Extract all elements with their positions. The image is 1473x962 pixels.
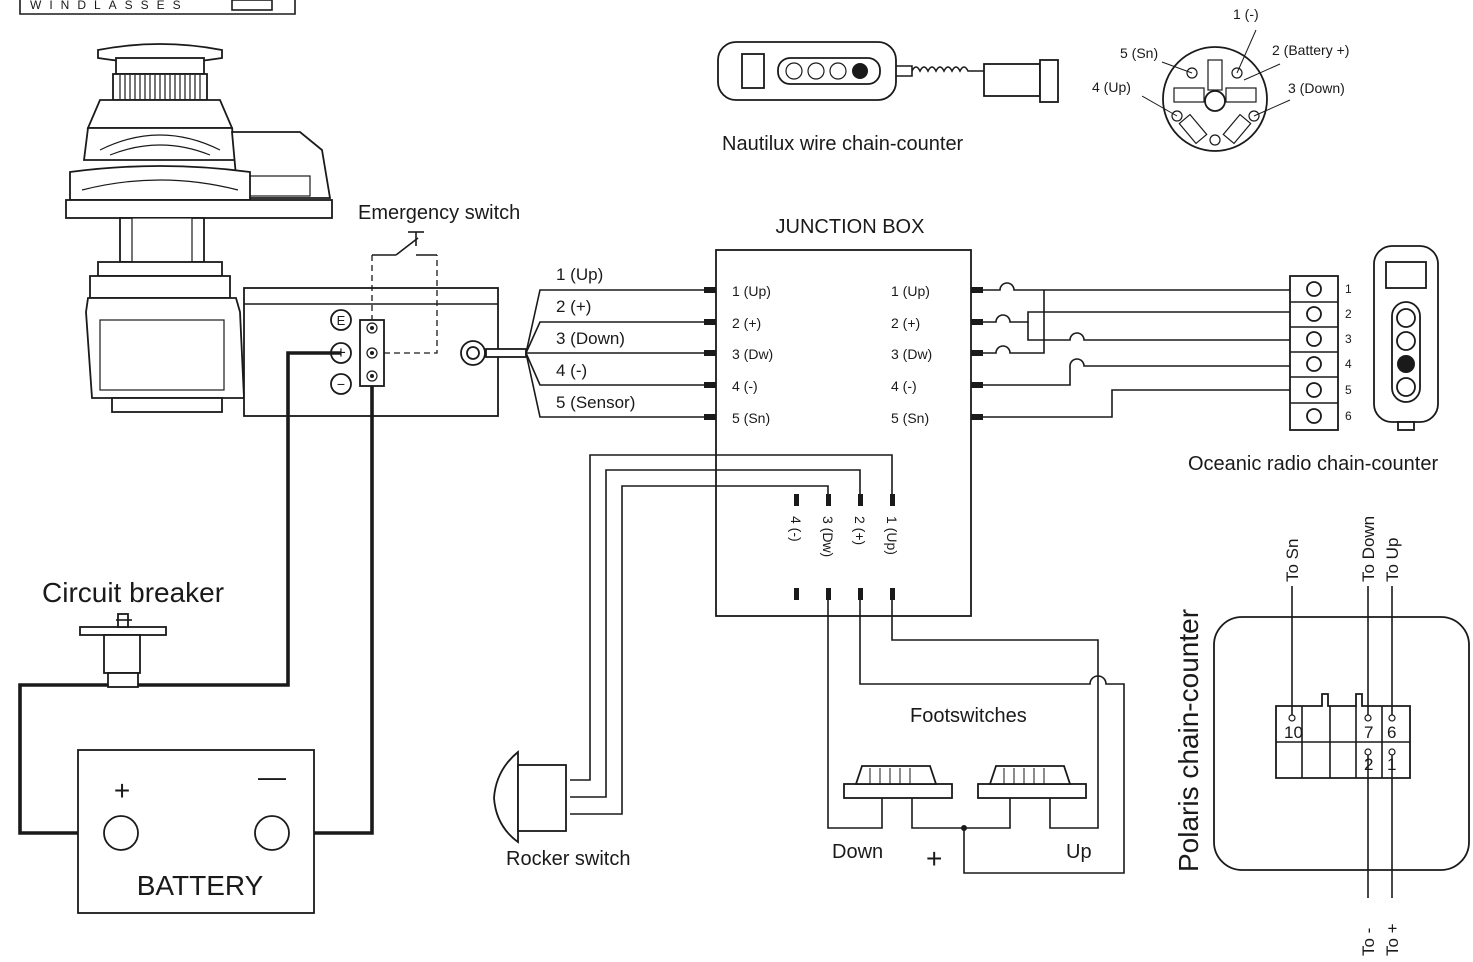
jb-left-1: 1 (Up) — [732, 283, 771, 299]
jb-left-4: 4 (-) — [732, 378, 758, 394]
circuit-breaker-label: Circuit breaker — [42, 577, 224, 608]
jb-right-2: 2 (+) — [891, 315, 920, 331]
nautilux-label: Nautilux wire chain-counter — [722, 133, 964, 155]
oceanic-terminal-5: 5 — [1345, 383, 1352, 397]
pin-4-label: 4 (Up) — [1092, 79, 1131, 95]
polaris-to-up: To Up — [1383, 538, 1402, 582]
jb-right-4: 4 (-) — [891, 378, 917, 394]
cable-wire-3: 3 (Down) — [556, 329, 625, 348]
emergency-switch: Emergency switch — [358, 202, 520, 354]
rocker-switch-label: Rocker switch — [506, 848, 630, 870]
pin-5-label: 5 (Sn) — [1120, 45, 1158, 61]
rocker-switch: Rocker switch — [493, 454, 893, 870]
oceanic-terminal-6: 6 — [1345, 409, 1352, 423]
cable-wire-4: 4 (-) — [556, 361, 587, 380]
battery-circuit: Circuit breaker + — BATTERY — [18, 351, 374, 914]
jb-bottom-2: 2 (+) — [852, 516, 868, 545]
connector-pinout: 1 (-) 2 (Battery +) 3 (Down) 4 (Up) 5 (S… — [1092, 6, 1349, 152]
polaris-to-down: To Down — [1359, 516, 1378, 582]
polaris-label: Polaris chain-counter — [1173, 609, 1204, 872]
brand-name: WINDLASSES — [30, 0, 189, 12]
terminal-e-label: E — [337, 313, 346, 328]
windlass-illustration — [65, 43, 333, 413]
polaris-pin-2: 2 — [1364, 755, 1373, 774]
polaris-to-plus: To + — [1383, 923, 1402, 956]
jb-left-2: 2 (+) — [732, 315, 761, 331]
jb-left-5: 5 (Sn) — [732, 410, 770, 426]
battery-plus-label: + — [114, 775, 130, 806]
pin-3-label: 3 (Down) — [1288, 80, 1345, 96]
oceanic-radio-chain-counter: 1 2 3 4 5 6 Oceanic radio chain-counter — [983, 245, 1439, 475]
cable-wire-5: 5 (Sensor) — [556, 393, 635, 412]
battery-label: BATTERY — [137, 870, 264, 901]
jb-bottom-3: 3 (Dw) — [820, 516, 836, 557]
cable-wire-1: 1 (Up) — [556, 265, 603, 284]
oceanic-terminal-3: 3 — [1345, 332, 1352, 346]
emergency-switch-label: Emergency switch — [358, 202, 520, 224]
motor-cable: 1 (Up) 2 (+) 3 (Down) 4 (-) 5 (Sensor) — [525, 265, 716, 418]
oceanic-label: Oceanic radio chain-counter — [1188, 453, 1438, 475]
polaris-to-sn: To Sn — [1283, 539, 1302, 582]
polaris-to-minus: To - — [1359, 928, 1378, 956]
jb-bottom-4: 4 (-) — [788, 516, 804, 542]
brand-logo: WINDLASSES — [19, 0, 296, 15]
junction-box-title: JUNCTION BOX — [776, 216, 925, 238]
pin-1-label: 1 (-) — [1233, 6, 1259, 22]
oceanic-terminal-2: 2 — [1345, 307, 1352, 321]
battery-minus-label: — — [258, 761, 286, 792]
oceanic-terminal-1: 1 — [1345, 282, 1352, 296]
nautilux-chain-counter: Nautilux wire chain-counter — [717, 41, 1059, 155]
jb-right-5: 5 (Sn) — [891, 410, 929, 426]
polaris-pin-7: 7 — [1364, 723, 1373, 742]
footswitch-plus-label: + — [926, 843, 942, 874]
footswitches-label: Footswitches — [910, 705, 1027, 727]
oceanic-terminal-4: 4 — [1345, 357, 1352, 371]
polaris-pin-6: 6 — [1387, 723, 1396, 742]
pin-2-label: 2 (Battery +) — [1272, 42, 1349, 58]
junction-box: JUNCTION BOX 1 (Up) 2 (+) 3 (Dw) 4 (-) 5… — [704, 216, 983, 617]
jb-left-3: 3 (Dw) — [732, 346, 773, 362]
jb-right-3: 3 (Dw) — [891, 346, 932, 362]
footswitch-up-label: Up — [1066, 841, 1092, 863]
terminal-plus-label: + — [336, 343, 346, 362]
footswitch-down-label: Down — [832, 841, 883, 863]
terminal-minus-label: − — [337, 376, 345, 392]
jb-bottom-1: 1 (Up) — [884, 516, 900, 555]
polaris-chain-counter: Polaris chain-counter 10 7 6 2 1 To Sn T… — [1173, 516, 1470, 956]
polaris-pin-1: 1 — [1387, 755, 1396, 774]
cable-wire-2: 2 (+) — [556, 297, 591, 316]
footswitches: Footswitches Down Up + — [827, 600, 1125, 874]
polaris-pin-10: 10 — [1284, 723, 1303, 742]
jb-right-1: 1 (Up) — [891, 283, 930, 299]
